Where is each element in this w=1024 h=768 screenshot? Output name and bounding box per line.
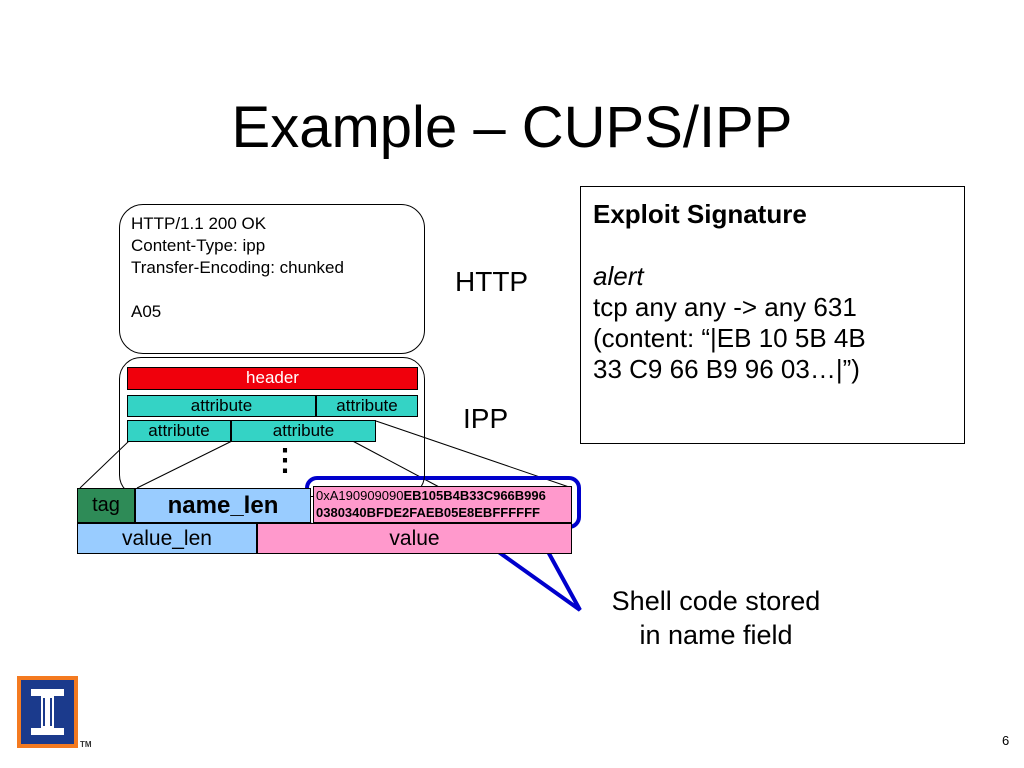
shellcode-bytes-2: 0380340BFDE2FAEB05E8EBFFFFFF: [316, 505, 540, 520]
callout-pointer: [463, 526, 582, 612]
expand-line-1: [79, 440, 130, 489]
ipp-attribute-cell: attribute: [127, 395, 316, 417]
trademark-mark: TM: [80, 740, 92, 749]
http-line: Transfer-Encoding: chunked: [131, 258, 344, 277]
http-line: Content-Type: ipp: [131, 236, 266, 255]
shellcode-callout: Shell code stored in name field: [576, 584, 856, 652]
ipp-attribute-cell: attribute: [316, 395, 418, 417]
signature-heading: Exploit Signature: [593, 199, 807, 229]
value-cell: value: [257, 523, 572, 554]
continuation-dots: ⋮: [270, 444, 300, 477]
ipp-header-cell: header: [127, 367, 418, 390]
exploit-signature-box: Exploit Signature alert tcp any any -> a…: [580, 186, 965, 444]
ipp-label: IPP: [463, 403, 509, 434]
http-line: HTTP/1.1 200 OK: [131, 214, 267, 233]
signature-rule-line: 33 C9 66 B9 96 03…|”): [593, 354, 860, 384]
signature-spacer: [593, 230, 964, 261]
slide-title: Example – CUPS/IPP: [231, 95, 793, 160]
university-logo: [17, 676, 78, 748]
expand-line-2: [136, 440, 233, 489]
signature-rule-line: (content: “|EB 10 5B 4B: [593, 323, 866, 353]
callout-line-2: in name field: [639, 620, 793, 650]
name-shellcode-cell: 0xA190909090EB105B4B33C966B996 0380340BF…: [313, 486, 572, 523]
logo-block-i-icon: [21, 680, 74, 744]
http-line: A05: [131, 302, 162, 321]
tag-cell: tag: [77, 488, 135, 523]
http-line: [131, 279, 424, 301]
shellcode-prefix: 0xA190909090: [316, 488, 404, 503]
name-len-cell: name_len: [135, 488, 311, 523]
signature-keyword: alert: [593, 261, 644, 291]
http-label: HTTP: [455, 266, 529, 297]
value-len-cell: value_len: [77, 523, 257, 554]
http-response-box: HTTP/1.1 200 OK Content-Type: ipp Transf…: [119, 204, 425, 354]
ipp-attribute-cell: attribute: [127, 420, 231, 442]
callout-line-1: Shell code stored: [611, 586, 821, 616]
shellcode-bytes-1: EB105B4B33C966B996: [403, 488, 546, 503]
signature-rule-line: tcp any any -> any 631: [593, 292, 857, 322]
ipp-attribute-cell: attribute: [231, 420, 376, 442]
page-number: 6: [1002, 733, 1010, 748]
